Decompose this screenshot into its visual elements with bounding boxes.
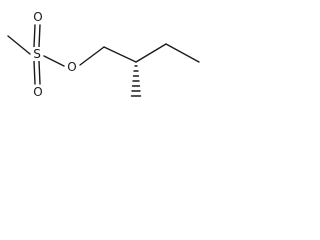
bond-s-o-top-b [38,24,41,48]
sulfur-atom: S [33,47,41,61]
bond-ch3-s [7,35,31,55]
oxygen-top-atom: O [33,10,42,24]
bond-s-o-ester [43,55,65,67]
bond-o-ch2 [79,46,105,66]
oxygen-bottom-atom: O [33,85,42,99]
bond-ch2-ch [103,46,137,63]
bond-ch2-ch3-ethyl [165,43,200,63]
bond-s-o-bottom-b [38,60,41,85]
bond-s-o-bottom-a [33,60,36,85]
sulfur-label-bg [31,47,43,61]
skeletal-structure: S O O O [7,10,200,99]
bond-ch-ch2-ethyl [135,43,167,63]
bond-s-o-top-a [33,24,36,48]
oxygen-ester-atom: O [67,60,76,74]
hashed-wedge-bond [130,65,142,97]
oxygen-ester-label-bg [66,60,78,74]
